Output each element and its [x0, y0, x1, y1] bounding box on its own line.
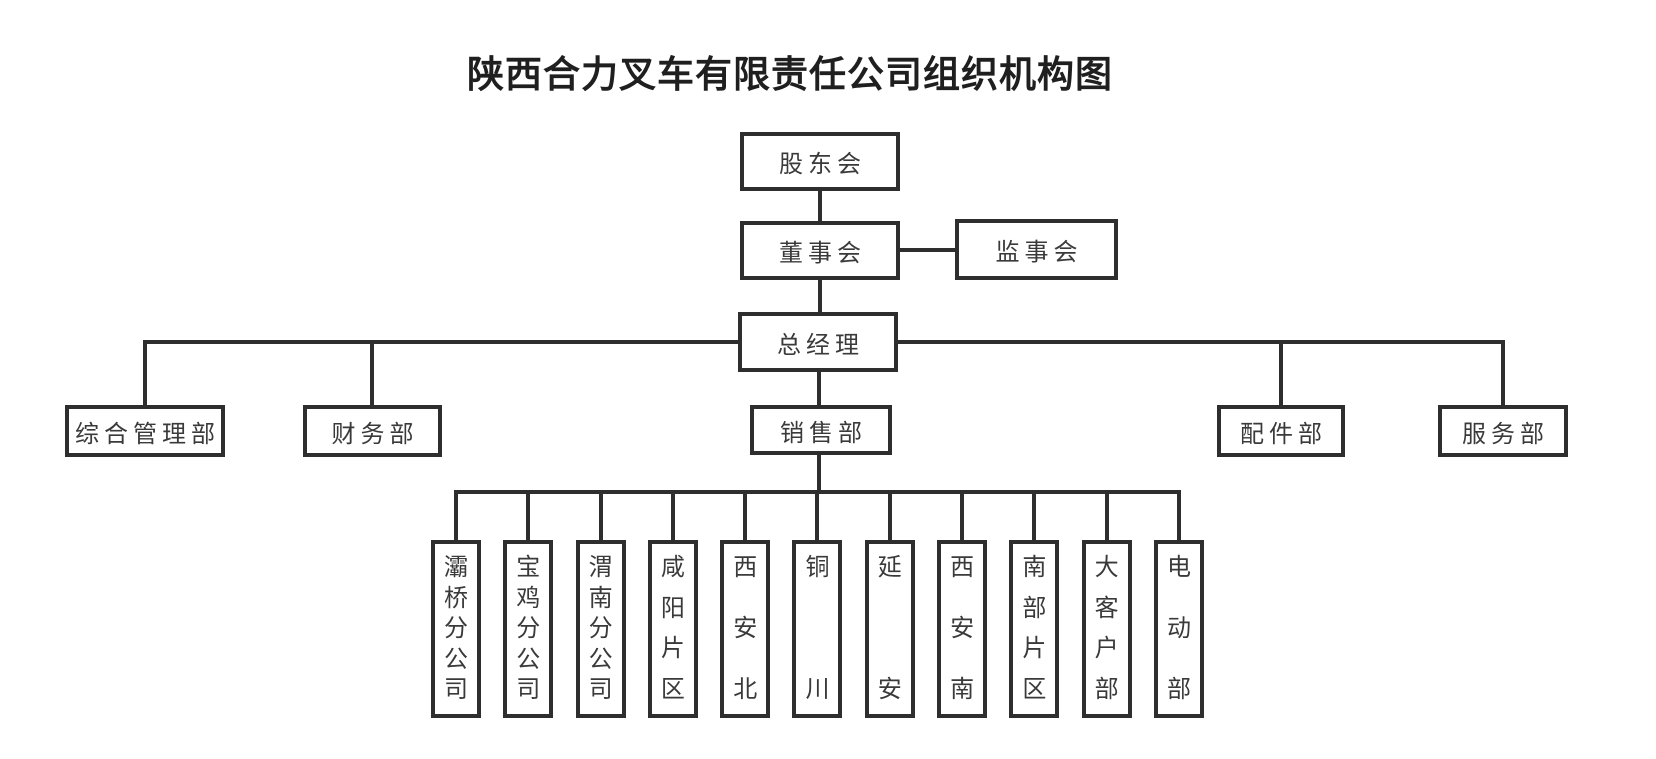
sales-branch-node: 延安 [864, 494, 915, 718]
branch-box-char: 公 [444, 646, 468, 673]
node-dept-parts: 配件部 [1217, 405, 1345, 457]
branch-box-char: 客 [1094, 595, 1119, 622]
sales-branch-box: 渭南分公司 [575, 540, 626, 718]
branch-box-char: 公 [516, 646, 541, 673]
node-dept-general-admin: 综合管理部 [65, 405, 225, 457]
branch-box-char: 安 [877, 677, 902, 703]
sales-branch-box: 延安 [864, 540, 915, 718]
branch-box-char: 部 [1094, 676, 1119, 703]
connector-branch-stub [743, 494, 748, 540]
node-general-manager: 总经理 [738, 312, 898, 372]
branch-box-char: 电 [1166, 555, 1191, 581]
branch-box-char: 大 [1094, 555, 1119, 581]
connector-drop-admin [143, 340, 147, 405]
branch-box-char: 分 [516, 616, 541, 642]
connector-branch-stub [960, 494, 965, 540]
connector-sales-branch-line [454, 490, 1181, 494]
branch-box-char: 西 [950, 555, 975, 581]
connector-drop-service [1501, 340, 1505, 405]
branch-box-char: 部 [1166, 677, 1191, 703]
branch-box-char: 片 [660, 636, 685, 663]
node-dept-finance: 财务部 [303, 405, 442, 457]
branch-box-char: 司 [588, 677, 613, 703]
connector-branch-stub [887, 494, 892, 540]
sales-branch-node: 铜川 [792, 494, 843, 718]
connector-branch-stub [454, 494, 458, 540]
branch-box-char: 延 [877, 555, 902, 581]
branch-box-char: 咸 [660, 555, 685, 581]
branch-box-char: 灞 [444, 555, 468, 581]
sales-branch-node: 南部片区 [1009, 494, 1060, 718]
sales-branch-box: 西安北 [720, 540, 771, 718]
branch-box-char: 动 [1166, 616, 1191, 642]
connector-gm-sales [817, 372, 821, 405]
sales-branch-node: 宝鸡分公司 [503, 494, 554, 718]
node-dept-service: 服务部 [1438, 405, 1568, 457]
node-board-of-directors: 董事会 [740, 221, 900, 280]
branch-box-char: 南 [588, 585, 613, 612]
sales-branch-box: 大客户部 [1081, 540, 1132, 718]
connector-branch-stub [670, 494, 675, 540]
branch-box-char: 北 [733, 677, 758, 703]
connector-shareholders-board [818, 191, 822, 221]
connector-sales-down [817, 455, 821, 494]
sales-branch-box: 宝鸡分公司 [503, 540, 554, 718]
sales-branch-node: 灞桥分公司 [431, 494, 481, 718]
sales-branch-box: 灞桥分公司 [431, 540, 481, 718]
branch-box-char: 片 [1022, 636, 1047, 663]
connector-branch-stub [1032, 494, 1037, 540]
connector-branch-stub [526, 494, 531, 540]
node-shareholders-meeting: 股东会 [740, 132, 900, 191]
sales-branch-node: 咸阳片区 [647, 494, 698, 718]
sales-branch-node: 渭南分公司 [575, 494, 626, 718]
branch-box-char: 阳 [660, 595, 685, 622]
connector-branch-stub [815, 494, 820, 540]
branch-box-char: 部 [1022, 595, 1047, 622]
branch-box-char: 司 [516, 677, 541, 703]
branch-box-char: 公 [588, 646, 613, 673]
connector-branch-stub [598, 494, 603, 540]
branch-box-char: 南 [950, 677, 975, 703]
sales-branch-box: 南部片区 [1009, 540, 1060, 718]
branch-box-char: 分 [588, 616, 613, 642]
branch-box-char: 区 [1022, 676, 1047, 703]
sales-branch-box: 西安南 [937, 540, 988, 718]
connector-branch-stub [1176, 494, 1181, 540]
branch-box-char: 分 [444, 616, 468, 642]
sales-branch-row: 灞桥分公司宝鸡分公司渭南分公司咸阳片区西安北铜川延安西安南南部片区大客户部电动部 [431, 494, 1204, 718]
branch-box-char: 安 [950, 616, 975, 642]
branch-box-char: 司 [444, 677, 468, 703]
sales-branch-node: 大客户部 [1081, 494, 1132, 718]
branch-box-char: 铜 [805, 555, 830, 581]
branch-box-char: 宝 [516, 555, 541, 581]
branch-box-char: 西 [733, 555, 758, 581]
sales-branch-node: 西安南 [937, 494, 988, 718]
node-dept-sales: 销售部 [750, 405, 892, 455]
sales-branch-node: 电动部 [1153, 494, 1204, 718]
connector-drop-finance [370, 340, 374, 405]
branch-box-char: 区 [660, 676, 685, 703]
sales-branch-box: 铜川 [792, 540, 843, 718]
branch-box-char: 安 [733, 616, 758, 642]
branch-box-char: 渭 [588, 555, 613, 581]
branch-box-char: 南 [1022, 555, 1047, 581]
connector-drop-parts [1279, 340, 1283, 405]
connector-board-gm [818, 280, 822, 312]
sales-branch-node: 西安北 [720, 494, 771, 718]
sales-branch-box: 咸阳片区 [647, 540, 698, 718]
connector-board-supervisors [900, 248, 955, 252]
connector-branch-stub [1104, 494, 1109, 540]
branch-box-char: 户 [1094, 636, 1119, 663]
branch-box-char: 川 [805, 677, 830, 703]
branch-box-char: 鸡 [516, 585, 541, 612]
node-board-of-supervisors: 监事会 [955, 219, 1118, 280]
chart-title: 陕西合力叉车有限责任公司组织机构图 [467, 54, 1113, 95]
sales-branch-box: 电动部 [1153, 540, 1204, 718]
branch-box-char: 桥 [444, 585, 468, 612]
